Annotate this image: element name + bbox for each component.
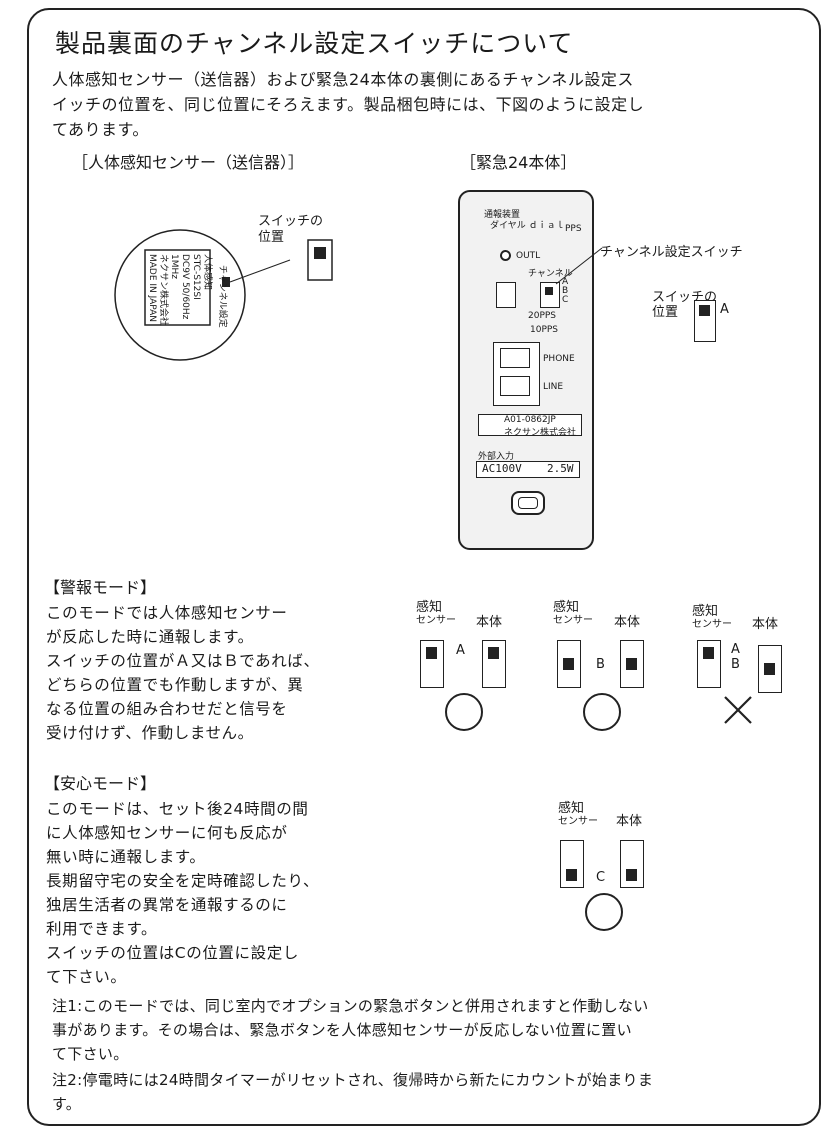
sensor-switch-enlarged (307, 239, 333, 281)
combo3-sensor-label: 感知センサー (692, 604, 732, 630)
combo1-sensor-switch (420, 640, 444, 688)
combo2-body-switch (620, 640, 644, 688)
combo2-body-label: 本体 (614, 615, 641, 630)
unit-phone-jack (500, 348, 530, 368)
combo3-body-knob (764, 663, 775, 675)
note1-line-2: 事があります。その場合は、緊急ボタンを人体感知センサーが反応しない位置に置い (52, 1021, 632, 1039)
sensor-switch-label-1: スイッチの (258, 214, 324, 229)
unit-phone-label: PHONE (543, 354, 575, 364)
sensor-switch-knob (314, 247, 326, 259)
combo3-body-label: 本体 (752, 617, 779, 632)
unit-power-plate (476, 461, 580, 478)
combo2-sensor-switch (557, 640, 581, 688)
unit-panel-subtitle: ダイヤル ｄｉａｌ (490, 221, 565, 231)
unit-dial-switch (496, 282, 516, 308)
alarm-line-6: 受け付けず、作動しません。 (46, 724, 254, 742)
combo3-sensor-knob (703, 647, 714, 659)
combo2-letter: B (596, 657, 605, 672)
safe-heading: 【安心モード】 (44, 774, 157, 793)
sensor-label-plate (144, 249, 211, 326)
channel-callout-line (555, 247, 603, 285)
safe-line-8: て下さい。 (46, 968, 127, 986)
safe-ok-circle-icon (585, 893, 623, 931)
safe-line-2: に人体感知センサーに何も反応が (46, 824, 288, 842)
safe-line-4: 長期留守宅の安全を定時確認したり、 (46, 872, 320, 890)
channel-callout-label: チャンネル設定スイッチ (600, 245, 743, 260)
note1-line-1: 注1:このモードでは、同じ室内でオプションの緊急ボタンと併用されますと作動しない (52, 997, 649, 1015)
safe-sensor-label: 感知センサー (558, 801, 598, 827)
unit-channel-knob (545, 287, 553, 295)
unit-maker-plate (478, 414, 582, 436)
intro-line-1: 人体感知センサー（送信器）および緊急24本体の裏側にあるチャンネル設定ス (52, 70, 634, 89)
note1-line-3: て下さい。 (52, 1045, 129, 1063)
safe-line-1: このモードは、セット後24時間の間 (46, 800, 309, 818)
combo2-sensor-label: 感知センサー (553, 600, 593, 626)
safe-line-3: 無い時に通報します。 (46, 848, 206, 866)
combo3-body-switch (758, 645, 782, 693)
unit-10pps: 10PPS (530, 325, 559, 335)
alarm-heading: 【警報モード】 (44, 578, 157, 597)
note2-line-1: 注2:停電時には24時間タイマーがリセットされ、復帰時から新たにカウントが始まり… (52, 1071, 654, 1089)
safe-body-knob (626, 869, 637, 881)
unit-led (500, 250, 511, 261)
combo1-ok-circle-icon (445, 693, 483, 731)
unit-panel-title: 通報装置 (484, 210, 521, 220)
unit-switch-label-2: 位置 (652, 305, 679, 320)
alarm-line-4: どちらの位置でも作動しますが、異 (46, 676, 304, 694)
safe-body-switch (620, 840, 644, 888)
safe-line-7: スイッチの位置はCの位置に設定し (46, 944, 299, 962)
sensor-illustration (114, 229, 333, 361)
unit-switch-knob (699, 305, 710, 316)
unit-20pps: 20PPS (528, 311, 557, 321)
safe-letter: C (596, 870, 606, 885)
unit-line-label: LINE (543, 382, 564, 392)
alarm-line-3: スイッチの位置がＡ又はＢであれば、 (46, 652, 320, 670)
sensor-small-switch (222, 277, 230, 287)
alarm-line-1: このモードでは人体感知センサー (46, 604, 288, 622)
alarm-line-2: が反応した時に通報します。 (46, 628, 254, 646)
combo2-sensor-knob (563, 658, 574, 670)
note2-line-2: す。 (52, 1095, 82, 1113)
sensor-switch-label-2: 位置 (258, 230, 285, 245)
page-frame (27, 8, 821, 1126)
unit-led-label: OUTL (516, 251, 541, 261)
unit-heading: ［緊急24本体］ (460, 153, 577, 172)
combo3-sensor-switch (697, 640, 721, 688)
sensor-label-text: 人体感知 STC-S12SI DC9V 50/60Hz 1MHz ネクサン株式会… (147, 254, 212, 327)
sensor-ch-label: チャンネル設定 (217, 265, 227, 328)
unit-power-socket (511, 491, 545, 515)
safe-sensor-knob (566, 869, 577, 881)
unit-power-socket-inner (518, 497, 538, 509)
combo2-ok-circle-icon (583, 693, 621, 731)
unit-channel-label: チャンネル (528, 269, 573, 279)
unit-maker-name: ネクサン株式会社 (504, 428, 577, 438)
intro-line-2: イッチの位置を、同じ位置にそろえます。製品梱包時には、下図のように設定し (52, 95, 645, 114)
combo3-ng-cross-icon (724, 696, 752, 724)
combo1-body-knob (488, 647, 499, 659)
unit-power-watt: 2.5W (547, 462, 574, 475)
unit-maker-code: A01-0862JP (504, 415, 556, 425)
safe-line-5: 独居生活者の異常を通報するのに (46, 896, 288, 914)
safe-body-label: 本体 (616, 814, 643, 829)
combo1-sensor-label: 感知センサー (416, 600, 456, 626)
combo1-sensor-knob (426, 647, 437, 659)
sensor-pointer-line (229, 259, 291, 283)
page-title: 製品裏面のチャンネル設定スイッチについて (55, 29, 574, 58)
unit-power-label: 外部入力 (478, 452, 515, 462)
alarm-line-5: なる位置の組み合わせだと信号を (46, 700, 288, 718)
combo1-body-label: 本体 (476, 615, 503, 630)
intro-line-3: てあります。 (52, 120, 149, 139)
combo1-letter: A (456, 643, 465, 658)
sensor-heading: ［人体感知センサー（送信器）］ (72, 153, 305, 172)
safe-sensor-switch (560, 840, 584, 888)
combo2-body-knob (626, 658, 637, 670)
unit-power-voltage: AC100V (482, 462, 522, 475)
combo1-body-switch (482, 640, 506, 688)
safe-line-6: 利用できます。 (46, 920, 158, 938)
unit-panel-mode: PPS (565, 224, 582, 234)
unit-switch-letter: A (720, 302, 729, 317)
unit-line-jack (500, 376, 530, 396)
